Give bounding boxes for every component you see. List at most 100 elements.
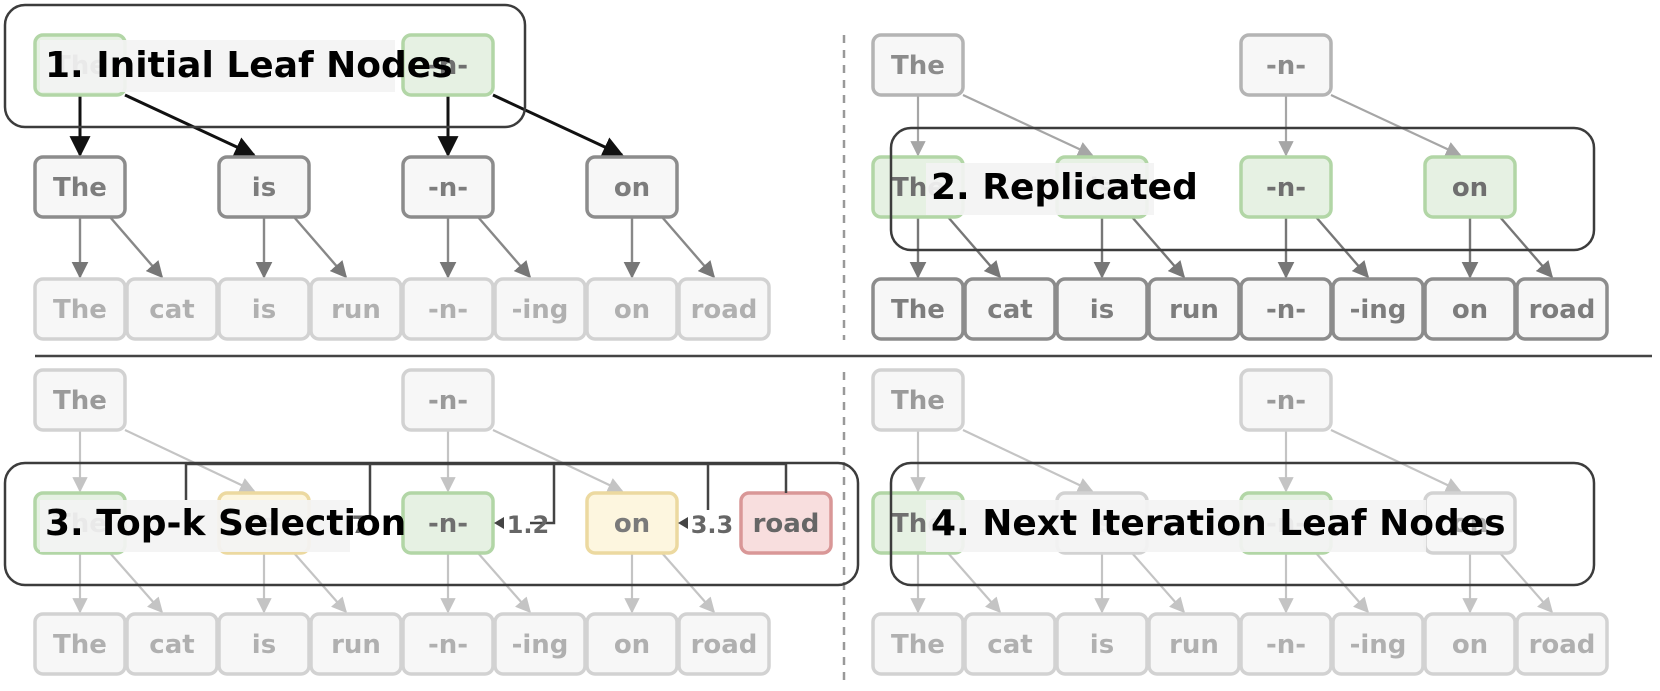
panel-3-root-edge-1 <box>124 429 256 493</box>
panel-1-mid-2: -n- <box>401 155 495 219</box>
panel-1-mid-edge-5 <box>477 216 532 279</box>
panel-1-root-edge-1 <box>124 93 256 157</box>
panel-1-leaf-7: road <box>677 277 771 341</box>
panel-2-leaf-4: -n- <box>1239 277 1333 341</box>
panel-1-leaf-1-box <box>125 277 219 341</box>
panel-2-mid-edge-5 <box>1315 216 1370 279</box>
panel-2-leaf-0-label: The <box>891 295 945 325</box>
panel-2-leaf-2: is <box>1055 277 1149 341</box>
panel-4-leaf-7: road <box>1515 612 1609 676</box>
panel-2-mid-3-box <box>1423 155 1517 219</box>
panel-2-mid-edge-1 <box>947 216 1002 279</box>
panel-3-leaf-2-label: is <box>252 630 276 660</box>
panel-4-root-1-label: -n- <box>1266 386 1306 416</box>
panel-3-mid-edge-1 <box>109 552 164 614</box>
panel-1-leaf-6: on <box>585 277 679 341</box>
panel-2-leaf-1-box <box>963 277 1057 341</box>
score-arrowhead <box>678 517 688 529</box>
panel-1-frame <box>3 3 527 129</box>
panel-2-leaf-2-box <box>1055 277 1149 341</box>
panel-4-leaf-2-box <box>1055 612 1149 676</box>
panel-2-root-1-label: -n- <box>1266 51 1306 81</box>
panel-1-mid-1-box <box>217 155 311 219</box>
panel-3-leaf-2: is <box>217 612 311 676</box>
panel-4-leaf-3: run <box>1147 612 1241 676</box>
panel-2-leaf-0: The <box>871 277 965 341</box>
panel-3-leaf-4-label: -n- <box>428 630 468 660</box>
panel-4-root-edge-1 <box>962 429 1094 493</box>
panel-3-leaf-4: -n- <box>401 612 495 676</box>
panel-4-leaf-1: cat <box>963 612 1057 676</box>
panel-4-leaf-5-label: -ing <box>1350 630 1407 660</box>
panel-3-root-0: The <box>33 368 127 432</box>
panel-4-leaf-1-label: cat <box>987 630 1032 660</box>
panel-1-leaf-4-box <box>401 277 495 341</box>
panel-2-title: 2. Replicated <box>931 167 1198 208</box>
panel-1-root-1: -n- <box>401 33 495 97</box>
panel-3-mid-3-box <box>585 491 679 555</box>
panel-3-leaf-7-label: road <box>691 630 758 660</box>
panel-2-leaf-1-label: cat <box>987 295 1032 325</box>
panel-1-title: 1. Initial Leaf Nodes <box>45 45 453 86</box>
panel-1-root-1-box <box>401 33 495 97</box>
panel-3-mid-2-label: -n- <box>428 509 468 539</box>
panel-1-leaf-5-label: -ing <box>512 295 569 325</box>
panel-1-leaf-3-box <box>309 277 403 341</box>
panel-2-title-group: 2. Replicated <box>889 126 1596 252</box>
panel-3-mid-2: -n- <box>401 491 495 555</box>
panel-1-root-edge-3 <box>492 93 624 157</box>
panel-3-mid-2-box <box>401 491 495 555</box>
panel-3-leaf-0: The <box>33 612 127 676</box>
panel-2-leaf-5-label: -ing <box>1350 295 1407 325</box>
panel-3-leaf-0-box <box>33 612 127 676</box>
panel-4-leaf-4-box <box>1239 612 1333 676</box>
panel-2-leaf-7-label: road <box>1529 295 1596 325</box>
panel-1-mid-edge-1 <box>109 216 164 279</box>
panel-3-leaf-7: road <box>677 612 771 676</box>
panel-2-frame <box>889 126 1596 252</box>
panel-1-mid-edge-7 <box>661 216 716 279</box>
panel-2-root-edge-1 <box>962 94 1094 157</box>
score-connector <box>530 464 556 525</box>
panel-1-title-background <box>40 40 395 92</box>
panel-3-leaf-4-box <box>401 612 495 676</box>
panel-4-root-0-label: The <box>891 386 945 416</box>
panel-1-mid-3: on <box>585 155 679 219</box>
panel-2-mid-3: on <box>1423 155 1517 219</box>
panel-3-mid-edge-7 <box>661 552 716 614</box>
panel-2-leaf-3-label: run <box>1169 295 1219 325</box>
panel-1-leaf-6-box <box>585 277 679 341</box>
panel-2-root-0-box <box>871 33 965 97</box>
panel-3-leaf-0-label: The <box>53 630 107 660</box>
panel-4-leaf-4-label: -n- <box>1266 630 1306 660</box>
panel-3-leaf-6-label: on <box>614 630 650 660</box>
panel-4-title: 4. Next Iteration Leaf Nodes <box>931 503 1506 544</box>
panel-4-mid-3-label: on <box>1452 509 1488 539</box>
panel-2-leaf-3-box <box>1147 277 1241 341</box>
panel-4-leaf-0: The <box>871 612 965 676</box>
panel-4-mid-edge-7 <box>1499 552 1554 614</box>
panel-3-leaf-6: on <box>585 612 679 676</box>
panel-1-leaf-1-label: cat <box>149 295 194 325</box>
panel-4-leaf-2: is <box>1055 612 1149 676</box>
panel-1-leaf-7-label: road <box>691 295 758 325</box>
panel-4-leaf-5-box <box>1331 612 1425 676</box>
panel-1-leaf-4-label: -n- <box>428 295 468 325</box>
panel-1-leaf-2-box <box>217 277 311 341</box>
score-connector <box>358 464 372 520</box>
panel-3-leaf-5: -ing <box>493 612 587 676</box>
panel-2-root-0-label: The <box>891 51 945 81</box>
panel-1-leaf-5-box <box>493 277 587 341</box>
panel-4-root-1-box <box>1239 368 1333 432</box>
panel-3-leaf-3-label: run <box>331 630 381 660</box>
panel-4-leaf-7-box <box>1515 612 1609 676</box>
panel-3-leaf-2-box <box>217 612 311 676</box>
panel-4-frame <box>889 461 1596 587</box>
panel-4-leaf-6: on <box>1423 612 1517 676</box>
score-label: 7 <box>352 511 369 539</box>
panel-2-leaf-5-box <box>1331 277 1425 341</box>
panel-3-leaf-3: run <box>309 612 403 676</box>
panel-3-leaf-1: cat <box>125 612 219 676</box>
panel-1-leaf-2: is <box>217 277 311 341</box>
